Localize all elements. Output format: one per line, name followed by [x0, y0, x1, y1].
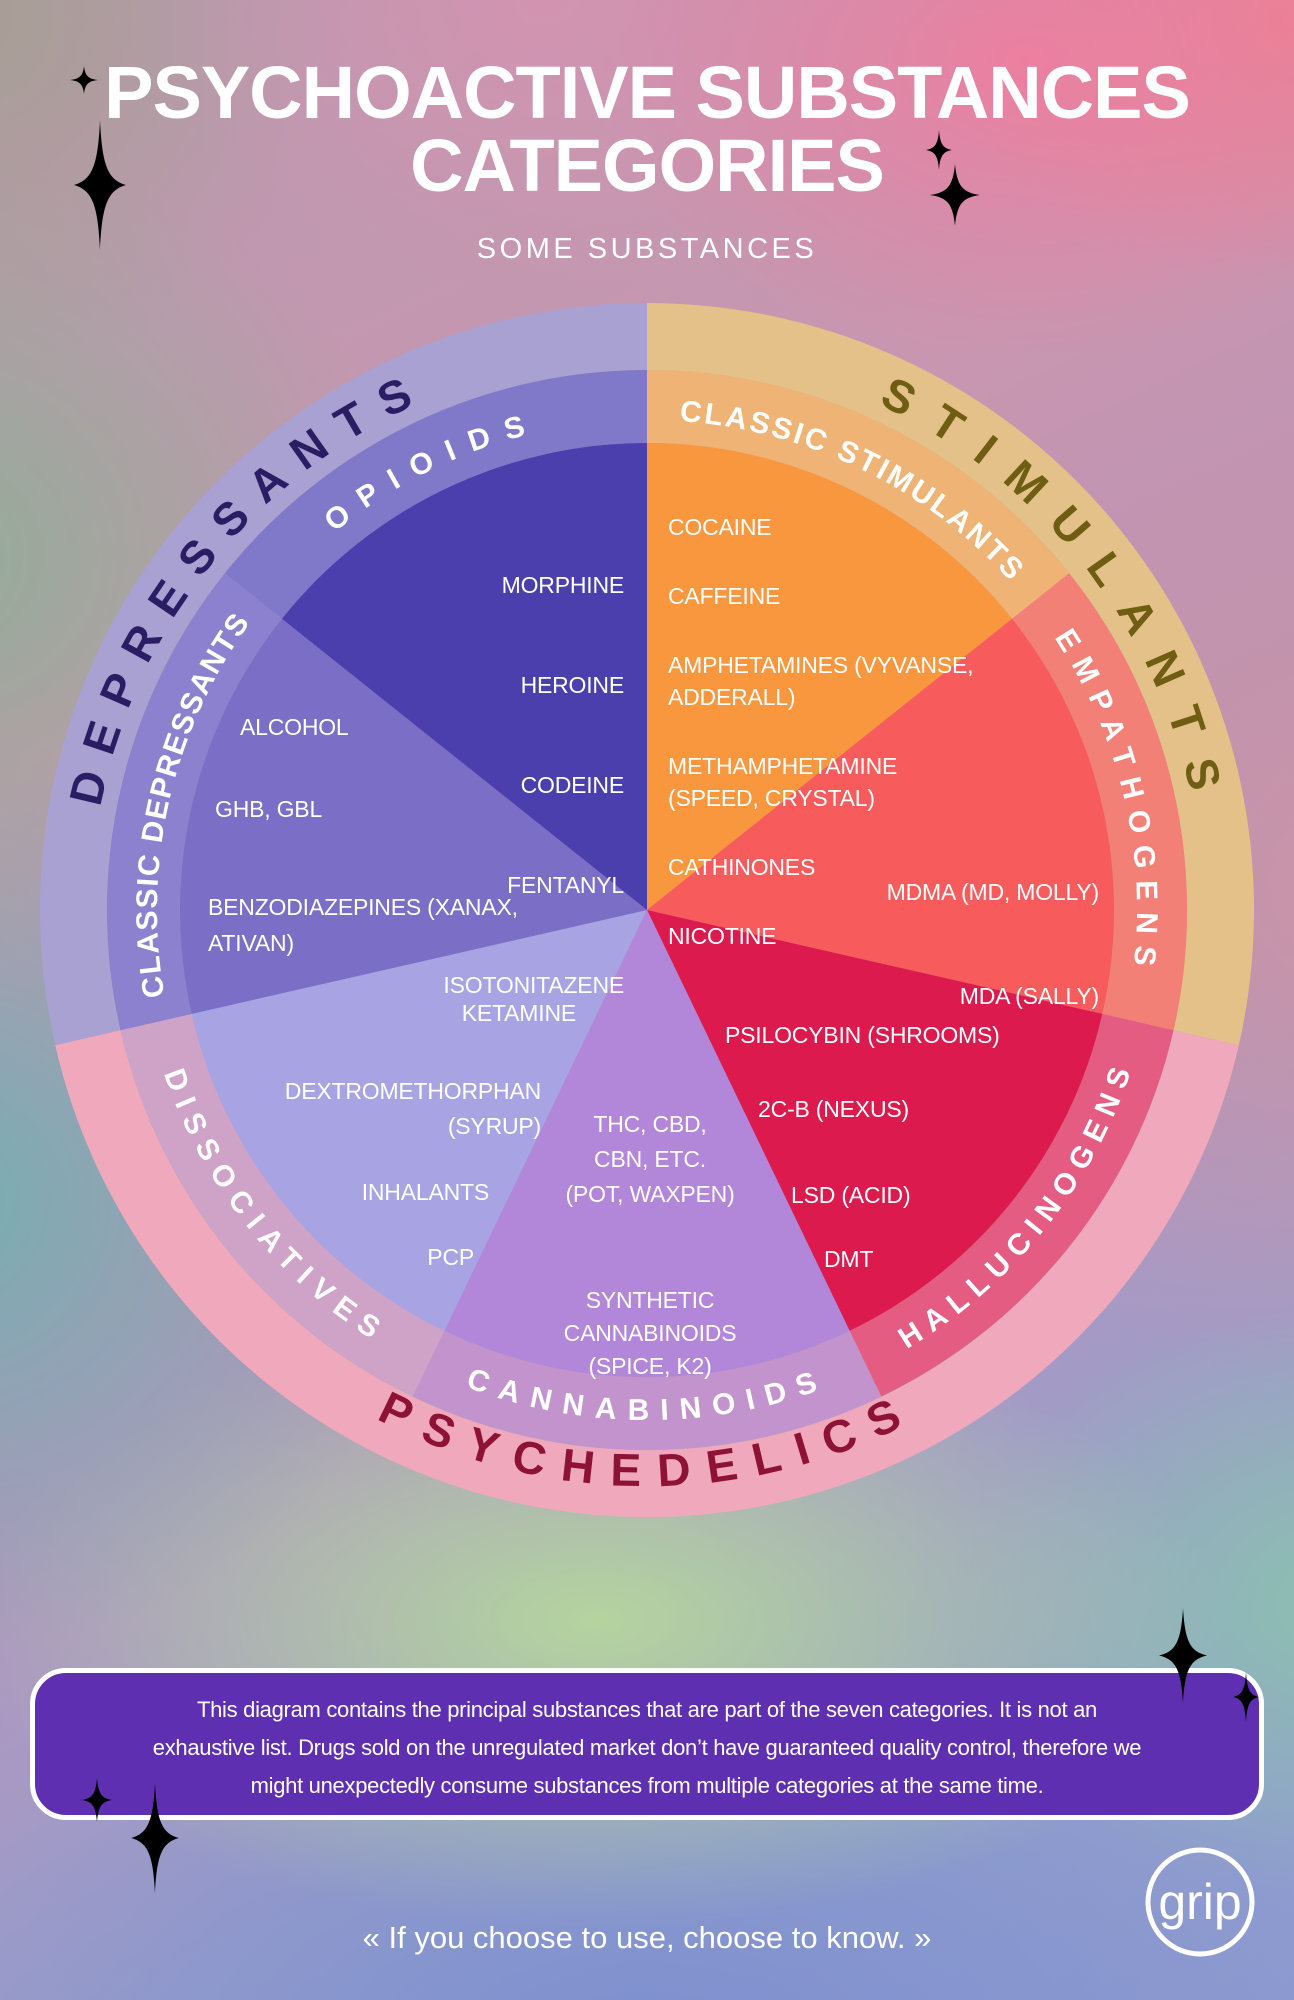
category-ring-classic-stimulants [647, 370, 1070, 619]
page-title: PSYCHOACTIVE SUBSTANCES CATEGORIES [0, 51, 1294, 207]
group-ring-psychedelics [55, 1030, 1239, 1518]
substance-item: DEXTROMETHORPHAN (SYRUP) [284, 1078, 541, 1139]
sparkle-icon [70, 66, 98, 94]
substance-item: CATHINONES [668, 854, 816, 880]
sparkle-icon [1159, 1608, 1207, 1703]
substance-list-classic-stimulants: COCAINE CAFFEINE AMPHETAMINES (VYVANSE, … [668, 484, 974, 989]
substance-item: SYNTHETIC CANNABINOIDS (SPICE, K2) [563, 1287, 737, 1379]
substance-item: 2C-B (NEXUS) [758, 1096, 909, 1122]
substance-item: AMPHETAMINES (VYVANSE, ADDERALL) [668, 652, 974, 710]
substance-item: CODEINE [520, 772, 625, 798]
substance-list-empathogens: MDMA (MD, MOLLY) MDA (SALLY) [886, 844, 1100, 1084]
substance-item: BENZODIAZEPINES (XANAX, ATIVAN) [208, 894, 518, 956]
wedge-hallucinogens [647, 910, 1103, 1331]
sparkle-icon [131, 1783, 179, 1893]
substance-item: COCAINE [668, 514, 772, 540]
category-ring-hallucinogens [849, 1013, 1174, 1397]
substance-item: FENTANYL [507, 872, 624, 898]
group-ring-stimulants [647, 303, 1255, 1046]
grip-logo: grip [1145, 1847, 1255, 1957]
substance-item: PCP [427, 1244, 474, 1270]
substance-item: NICOTINE [668, 923, 777, 949]
substance-item: THC, CBD, CBN, ETC. (POT, WAXPEN) [565, 1111, 735, 1207]
substance-item: ALCOHOL [240, 714, 349, 740]
substance-item: DMT [824, 1246, 874, 1272]
substance-item: CAFFEINE [668, 583, 781, 609]
substance-item: MORPHINE [501, 572, 625, 598]
substance-item: MDMA (MD, MOLLY) [886, 879, 1100, 905]
substance-item: PSILOCYBIN (SHROOMS) [725, 1022, 1000, 1048]
group-ring-depressants [39, 302, 648, 1046]
substance-item: KETAMINE [461, 1000, 576, 1026]
wedge-classic-stimulants [647, 443, 1013, 910]
wedge-cannabinoids [444, 910, 850, 1378]
substance-item: METHAMPHETAMINE (SPEED, CRYSTAL) [668, 753, 898, 811]
page-title-line2: CATEGORIES [410, 124, 885, 207]
sparkle-icon [1233, 1672, 1259, 1722]
substance-item: HEROINE [520, 672, 625, 698]
substance-item: MDA (SALLY) [959, 983, 1099, 1009]
page-subtitle: SOME SUBSTANCES [476, 233, 818, 265]
substance-item: ISOTONITAZENE [443, 972, 624, 998]
tagline: « If you choose to use, choose to know. … [362, 1920, 932, 1955]
category-ring-classic-depressants [106, 573, 282, 1031]
grip-logo-circle [1145, 1847, 1255, 1957]
substance-item: INHALANTS [361, 1179, 489, 1205]
category-ring-empathogens [1012, 573, 1188, 1031]
sparkle-icon [930, 164, 980, 226]
page-title-line1: PSYCHOACTIVE SUBSTANCES [104, 51, 1191, 134]
substance-item: LSD (ACID) [791, 1182, 911, 1208]
disclaimer-panel: This diagram contains the principal subs… [30, 1668, 1264, 1820]
grip-logo-text: grip [1158, 1874, 1241, 1930]
wedge-opioids [281, 443, 647, 910]
wedge-dissociatives [191, 910, 647, 1331]
sparkle-icon [82, 1778, 112, 1822]
disclaimer-text: This diagram contains the principal subs… [152, 1697, 1142, 1798]
wedge-empathogens [647, 618, 1115, 1014]
substance-list-opioids: MORPHINE HEROINE CODEINE FENTANYL ISOTON… [443, 510, 624, 1060]
substance-item: GHB, GBL [215, 796, 323, 822]
category-ring-opioids [224, 369, 648, 619]
category-ring-dissociatives [120, 1013, 445, 1397]
sparkle-icon [74, 120, 126, 250]
category-ring-cannabinoids [412, 1330, 882, 1450]
wedge-classic-depressants [179, 618, 647, 1014]
